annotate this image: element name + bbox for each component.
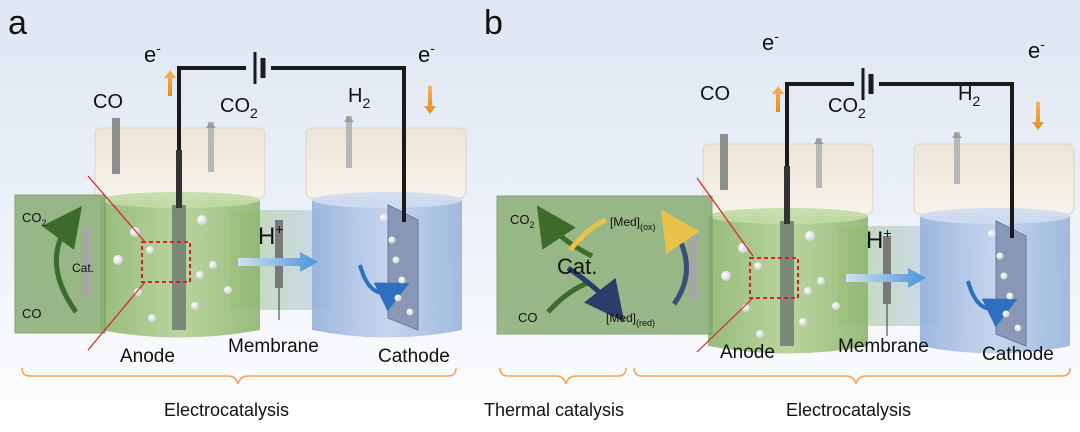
co2-gas-label: CO2 (220, 95, 258, 121)
panel-a-letter: a (8, 4, 27, 42)
co-gas-label-b: CO (700, 83, 730, 105)
thermal-catalysis-label: Thermal catalysis (484, 400, 624, 420)
electron-right-label: e- (418, 40, 435, 67)
panel-a-inset: CO2 Cat. CO (14, 175, 146, 351)
panel-b-cell (703, 68, 1074, 354)
inset-co-label: CO (22, 306, 42, 321)
inset-cat-label: Cat. (72, 261, 94, 275)
membrane-label-b: Membrane (838, 336, 929, 357)
inset-co2-label-b: CO2 (510, 212, 535, 230)
electron-left-label: e- (144, 40, 161, 67)
anode-label: Anode (120, 346, 175, 367)
electrocatalysis-label-b: Electrocatalysis (786, 400, 911, 420)
cathode-label-b: Cathode (982, 344, 1054, 365)
panel-b-inset: CO2 Cat. CO [Med](ox) [Med](red) (496, 177, 754, 353)
inset-cat-label-b: Cat. (557, 254, 597, 279)
thermal-bracket (499, 367, 627, 385)
inset-co2-label: CO2 (22, 210, 47, 228)
inset-arrow-med-ox (568, 217, 607, 252)
panel-a-cell (95, 52, 466, 338)
h2-gas-label-b: H2 (958, 83, 980, 109)
electrocatalysis-bracket (21, 367, 457, 385)
med-ox-label: [Med](ox) (610, 215, 656, 232)
med-red-label: [Med](red) (606, 311, 655, 328)
membrane-label: Membrane (228, 336, 319, 357)
inset-arrow-cycle (660, 209, 700, 306)
inset-arrow (42, 205, 82, 314)
electron-right-label-b: e- (1028, 36, 1045, 63)
anode-label-b: Anode (720, 342, 775, 363)
electrocatalysis-label: Electrocatalysis (164, 400, 289, 420)
panel-b-letter: b (484, 4, 503, 42)
inset-arrow-med-red (566, 265, 625, 322)
h2-gas-label: H2 (348, 85, 370, 111)
panel-b: b e- e- CO CO2 H2 H+ CO2 Cat. CO [Med](o… (484, 4, 1074, 420)
cathode-label: Cathode (378, 346, 450, 367)
electron-left-label-b: e- (762, 28, 779, 55)
inset-co-label-b: CO (518, 310, 538, 325)
proton-label-b: H+ (866, 225, 892, 254)
inset-arrow-co2 (536, 205, 594, 259)
co-gas-label: CO (93, 91, 123, 113)
panel-a: a e- e- CO CO2 H2 H+ CO2 Cat. CO Anode M… (8, 4, 466, 420)
proton-label: H+ (258, 221, 284, 250)
inset-electrode (83, 228, 91, 298)
electrocatalysis-bracket-b (633, 367, 1071, 385)
inset-electrode-b (690, 230, 698, 300)
co2-gas-label-b: CO2 (828, 95, 866, 121)
